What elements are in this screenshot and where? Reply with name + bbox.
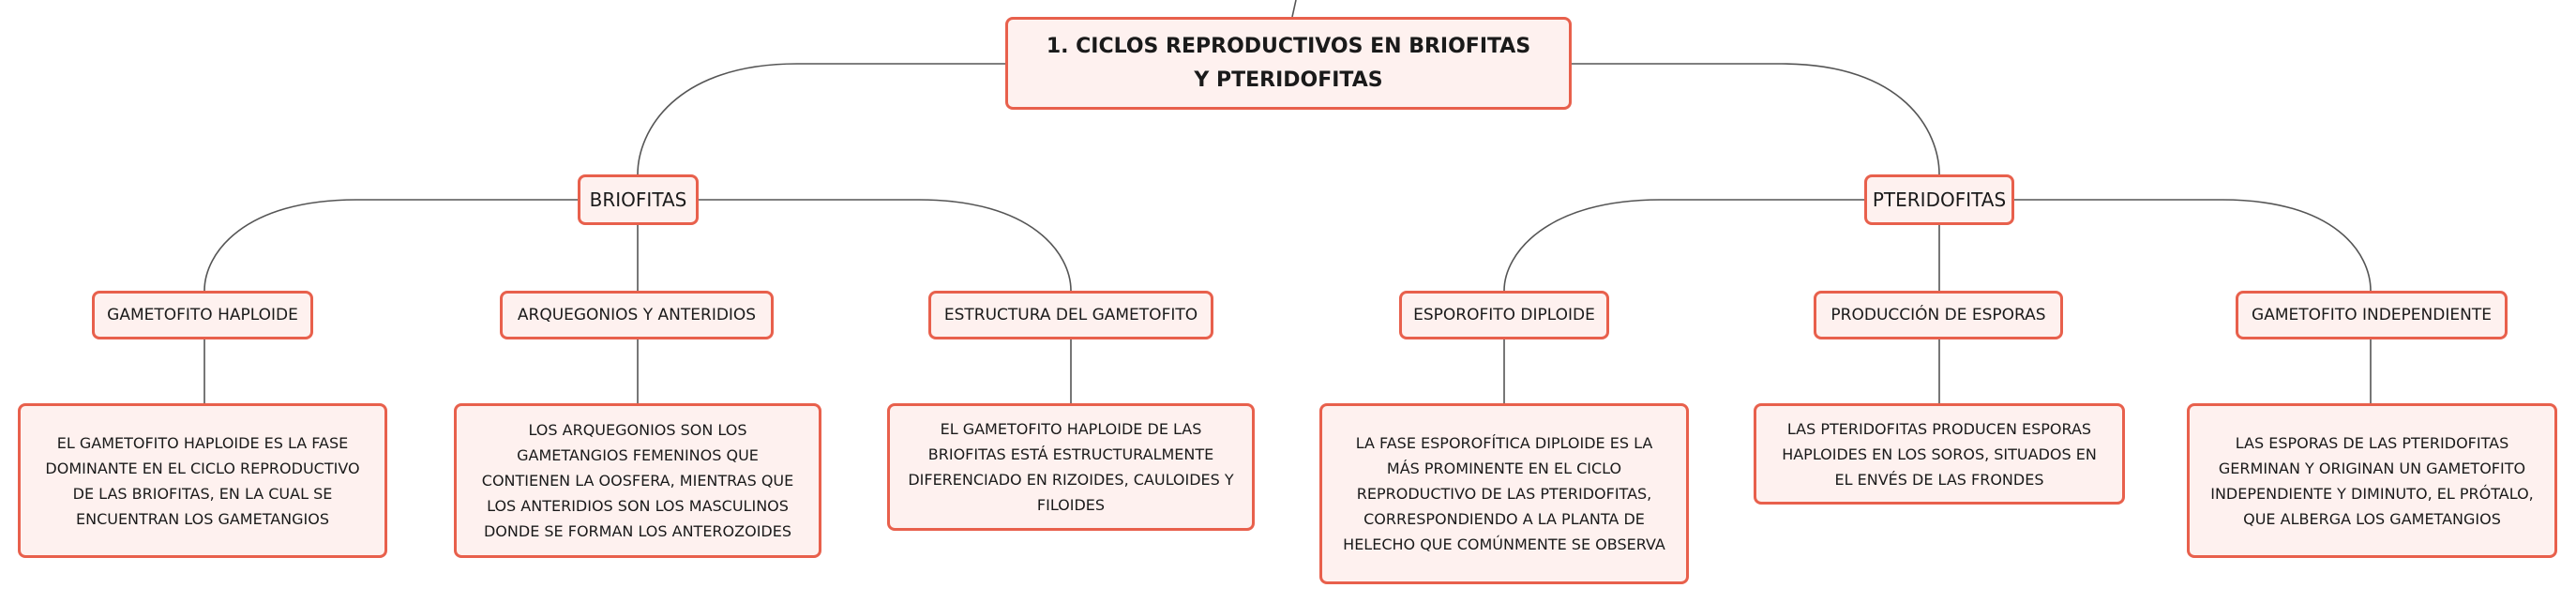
root-title: 1. CICLOS REPRODUCTIVOS EN BRIOFITAS Y P… bbox=[1046, 34, 1531, 92]
root-topic[interactable]: 1. CICLOS REPRODUCTIVOS EN BRIOFITAS Y P… bbox=[1005, 17, 1572, 110]
topic-label: ESTRUCTURA DEL GAMETOFITO bbox=[943, 306, 1198, 324]
topic-estructura-gametofito[interactable]: ESTRUCTURA DEL GAMETOFITO bbox=[928, 291, 1213, 339]
topic-label: PRODUCCIÓN DE ESPORAS bbox=[1830, 306, 2046, 324]
detail-text: LOS ARQUEGONIOS SON LOS GAMETANGIOS FEME… bbox=[481, 421, 794, 540]
topic-gametofito-independiente[interactable]: GAMETOFITO INDEPENDIENTE bbox=[2236, 291, 2508, 339]
detail-esporofito-diploide[interactable]: LA FASE ESPOROFÍTICA DIPLOIDE ES LA MÁS … bbox=[1319, 403, 1689, 584]
detail-text: EL GAMETOFITO HAPLOIDE DE LAS BRIOFITAS … bbox=[908, 420, 1234, 514]
topic-label: ESPOROFITO DIPLOIDE bbox=[1413, 306, 1595, 324]
topic-label: GAMETOFITO INDEPENDIENTE bbox=[2252, 306, 2492, 324]
topic-label: GAMETOFITO HAPLOIDE bbox=[107, 306, 298, 324]
detail-gametofito-haploide[interactable]: EL GAMETOFITO HAPLOIDE ES LA FASE DOMINA… bbox=[18, 403, 387, 558]
branch-briofitas-label: BRIOFITAS bbox=[589, 188, 687, 211]
detail-estructura-gametofito[interactable]: EL GAMETOFITO HAPLOIDE DE LAS BRIOFITAS … bbox=[887, 403, 1255, 531]
topic-esporofito-diploide[interactable]: ESPOROFITO DIPLOIDE bbox=[1399, 291, 1609, 339]
detail-text: LA FASE ESPOROFÍTICA DIPLOIDE ES LA MÁS … bbox=[1343, 434, 1665, 553]
topic-label: ARQUEGONIOS Y ANTERIDIOS bbox=[517, 306, 757, 324]
detail-arquegonios-anteridios[interactable]: LOS ARQUEGONIOS SON LOS GAMETANGIOS FEME… bbox=[454, 403, 821, 558]
topic-arquegonios-anteridios[interactable]: ARQUEGONIOS Y ANTERIDIOS bbox=[500, 291, 774, 339]
topic-produccion-esporas[interactable]: PRODUCCIÓN DE ESPORAS bbox=[1814, 291, 2063, 339]
branch-pteridofitas-label: PTERIDOFITAS bbox=[1872, 188, 2007, 211]
detail-text: LAS PTERIDOFITAS PRODUCEN ESPORAS HAPLOI… bbox=[1782, 419, 2097, 489]
detail-text: LAS ESPORAS DE LAS PTERIDOFITAS GERMINAN… bbox=[2210, 433, 2534, 528]
branch-pteridofitas[interactable]: PTERIDOFITAS bbox=[1864, 174, 2014, 225]
branch-briofitas[interactable]: BRIOFITAS bbox=[578, 174, 699, 225]
detail-gametofito-independiente[interactable]: LAS ESPORAS DE LAS PTERIDOFITAS GERMINAN… bbox=[2187, 403, 2557, 558]
detail-text: EL GAMETOFITO HAPLOIDE ES LA FASE DOMINA… bbox=[45, 433, 360, 528]
detail-produccion-esporas[interactable]: LAS PTERIDOFITAS PRODUCEN ESPORAS HAPLOI… bbox=[1754, 403, 2125, 505]
topic-gametofito-haploide[interactable]: GAMETOFITO HAPLOIDE bbox=[92, 291, 313, 339]
